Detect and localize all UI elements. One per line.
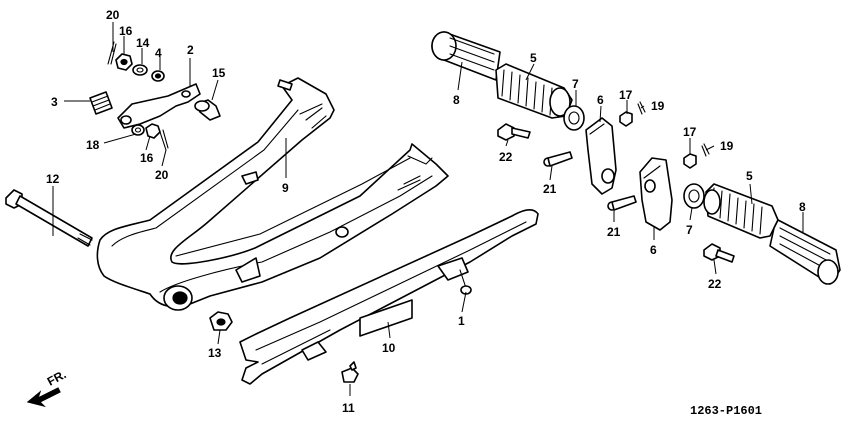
callout: 17 <box>619 88 633 102</box>
callout: 19 <box>651 99 665 113</box>
collar-bolt <box>194 99 221 121</box>
swingarm <box>96 77 449 311</box>
callouts: 20 16 14 4 2 15 3 18 16 20 12 9 13 1 10 … <box>46 8 806 415</box>
nut-17-upper <box>619 111 633 127</box>
step-bracket-upper <box>585 117 617 195</box>
nut-lower <box>145 123 161 139</box>
callout: 5 <box>530 51 537 65</box>
drawing-code: 1263-P1601 <box>690 404 762 418</box>
footpeg-rubber-upper <box>431 31 501 81</box>
step-bracket-lower <box>639 157 673 231</box>
pin-19-lower <box>701 143 710 157</box>
callout: 10 <box>382 341 396 355</box>
washer-top <box>132 64 148 76</box>
callout: 21 <box>607 225 621 239</box>
callout: 14 <box>136 36 150 50</box>
callout: 11 <box>342 401 355 415</box>
footpeg-grip-lower <box>703 183 779 239</box>
bolt-22-lower <box>703 243 735 263</box>
chain-case-bolt <box>341 361 359 383</box>
callout: 9 <box>282 181 289 195</box>
cotter-pin-top <box>107 41 117 65</box>
callout: 20 <box>155 168 169 182</box>
callout: 22 <box>708 277 722 291</box>
callout: 8 <box>453 93 460 107</box>
callout: 15 <box>212 66 226 80</box>
nut-top <box>115 53 133 71</box>
callout: 16 <box>140 151 154 165</box>
callout: 6 <box>597 93 604 107</box>
callout: 7 <box>572 77 579 91</box>
pivot-bolt <box>5 189 93 247</box>
callout: 22 <box>499 150 513 164</box>
callout: 13 <box>208 346 222 360</box>
callout: 2 <box>187 43 194 57</box>
spring <box>89 91 113 115</box>
spring-plate <box>117 83 201 129</box>
callout: 17 <box>683 125 697 139</box>
nut-17-lower <box>683 153 697 169</box>
chain-case-label <box>359 299 413 337</box>
callout: 12 <box>46 172 60 186</box>
callout: 5 <box>746 169 753 183</box>
callout: 20 <box>106 8 120 22</box>
callout: 6 <box>650 243 657 257</box>
pin-21-lower <box>607 195 637 211</box>
callout: 4 <box>155 46 162 60</box>
callout: 7 <box>686 223 693 237</box>
callout: 3 <box>51 95 58 109</box>
callout: 8 <box>799 200 806 214</box>
pivot-nut <box>209 311 233 331</box>
callout: 16 <box>119 24 133 38</box>
callout: 1 <box>458 314 465 328</box>
washer-7-upper <box>563 105 585 131</box>
callout: 18 <box>86 138 100 152</box>
washer-7-lower <box>683 183 705 209</box>
pin <box>151 70 165 82</box>
front-label: FR. <box>45 367 69 388</box>
pin-21-upper <box>543 151 573 167</box>
front-direction-arrow: FR. <box>26 367 69 408</box>
washer-lower <box>131 124 145 136</box>
cotter-pin-lower <box>159 129 169 151</box>
bolt-22-upper <box>497 123 531 141</box>
leader-lines <box>52 22 804 396</box>
callout: 21 <box>543 182 557 196</box>
chain-case <box>239 208 539 385</box>
footpeg-grip-upper <box>495 63 573 119</box>
callout: 19 <box>720 139 734 153</box>
footpeg-rubber-lower <box>769 219 841 285</box>
